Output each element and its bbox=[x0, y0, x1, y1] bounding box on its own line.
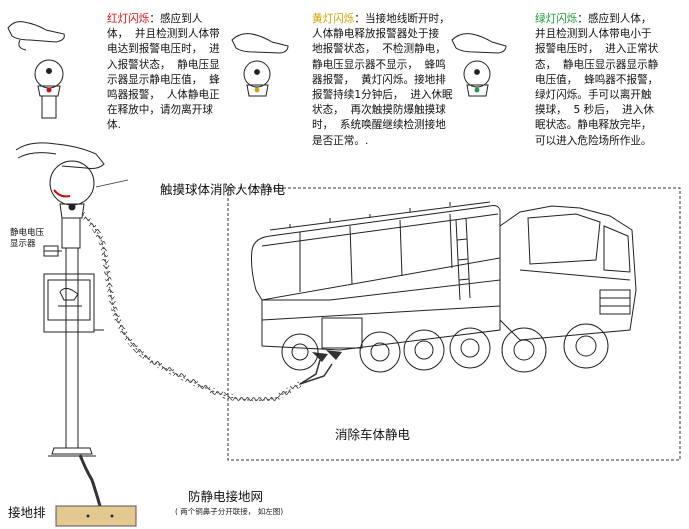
green-indicator-head-icon bbox=[451, 33, 507, 97]
yellow-indicator-body: ：当接地线断开时， 人体静电释放报警器处于接 地报警状态， 不检测静电， 静电压… bbox=[312, 13, 453, 147]
touch-ball-caption: 触摸球体消除人体静电 bbox=[160, 182, 286, 197]
grounding-note: ( 两个铜鼻子分开联接， 如左图) bbox=[175, 507, 284, 516]
green-indicator-description: 绿灯闪烁：感应到人体， 并且检测到人体带电小于 报警电压时， 进入正常状 态， … bbox=[535, 12, 658, 149]
voltage-display-label: 静电电压 显示器 bbox=[10, 228, 45, 249]
red-indicator-title: 红灯闪烁 bbox=[107, 13, 150, 25]
yellow-indicator-title: 黄灯闪烁 bbox=[312, 13, 355, 25]
grounding-bar-label: 接地排 bbox=[8, 505, 46, 520]
grounding-grid-label: 防静电接地网 bbox=[188, 489, 264, 504]
grounding-bar-icon bbox=[55, 505, 137, 527]
red-indicator-description: 红灯闪烁：感应到人 体， 并且检测到人体带 电达到报警电压时， 进 入报警状态，… bbox=[107, 12, 220, 134]
green-indicator-title: 绿灯闪烁 bbox=[535, 13, 578, 25]
coiled-cable-icon bbox=[79, 211, 342, 404]
red-indicator-head-icon bbox=[7, 21, 65, 119]
yellow-indicator-description: 黄灯闪烁：当接地线断开时， 人体静电释放报警器处于接 地报警状态， 不检测静电，… bbox=[312, 12, 453, 149]
ground-wire bbox=[78, 454, 102, 507]
discharge-post-icon bbox=[15, 142, 105, 457]
vehicle-discharge-caption: 消除车体静电 bbox=[335, 427, 411, 442]
yellow-indicator-head-icon bbox=[231, 33, 289, 97]
green-indicator-body: ：感应到人体， 并且检测到人体带电小于 报警电压时， 进入正常状 态， 静电压显… bbox=[535, 13, 659, 147]
red-indicator-body: ：感应到人 体， 并且检测到人体带 电达到报警电压时， 进 入报警状态， 静电压… bbox=[107, 13, 220, 132]
truck-frame bbox=[227, 187, 681, 461]
tanker-truck-icon bbox=[251, 201, 637, 373]
